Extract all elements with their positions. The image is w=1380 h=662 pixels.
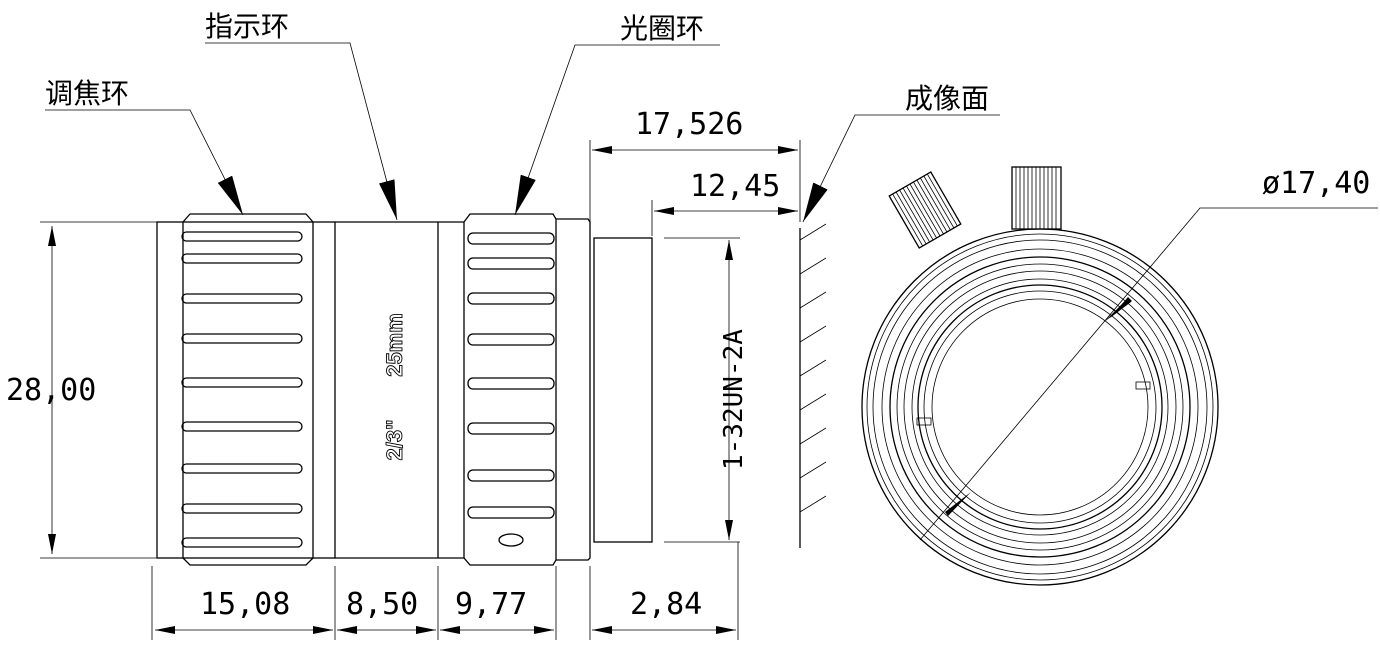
iris-ring-grooves xyxy=(467,232,555,519)
lens-side-view: 25mm 2/3" xyxy=(156,213,653,566)
dim-flange-back: 12,45 xyxy=(690,169,780,204)
dim-diameter: ø17,40 xyxy=(1262,166,1370,201)
label-indicator-ring: 指示环 xyxy=(205,10,289,43)
dim-mount: 2,84 xyxy=(630,587,702,622)
focus-lock-knob xyxy=(888,171,962,249)
lens-front-view xyxy=(861,166,1219,586)
image-plane xyxy=(799,223,827,548)
dim-flange-total: 17,526 xyxy=(635,107,743,142)
focus-ring-grooves xyxy=(181,231,303,548)
c-mount xyxy=(593,237,653,543)
format-marking: 2/3" xyxy=(382,419,407,460)
dim-focus-ring: 15,08 xyxy=(200,587,290,622)
callouts: 调焦环 指示环 光圈环 成像面 ø17,40 xyxy=(45,10,1378,541)
dim-height: 28,00 xyxy=(6,373,96,408)
iris-lock-knob xyxy=(1011,166,1062,230)
label-focus-ring: 调焦环 xyxy=(45,77,129,110)
dim-thread: 1-32UN-2A xyxy=(719,329,749,470)
dim-indicator: 8,50 xyxy=(346,587,418,622)
focal-length-marking: 25mm xyxy=(382,313,407,377)
dim-iris: 9,77 xyxy=(455,587,527,622)
label-image-plane: 成像面 xyxy=(905,82,989,115)
dimensions: 28,00 17,526 12,45 1-32UN-2A 15,08 8,50 … xyxy=(6,107,801,640)
lock-screw-hole xyxy=(498,533,524,547)
label-iris-ring: 光圈环 xyxy=(620,12,704,45)
